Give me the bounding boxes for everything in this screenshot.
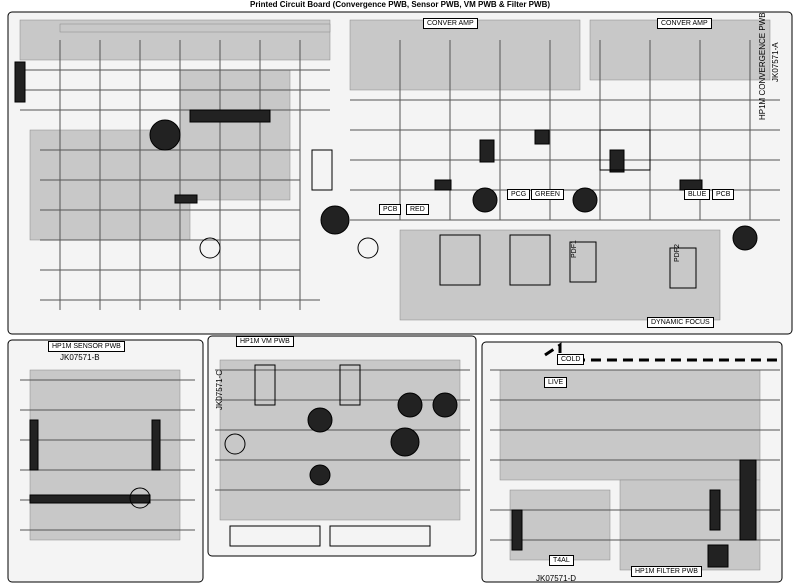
vm-board-code: JK07571-C [215, 369, 224, 410]
sensor-board-name: HP1M SENSOR PWB [48, 341, 125, 352]
pcb-layout-diagram [7, 11, 793, 583]
convergence-board-name: HP1M CONVERGENCE PWB [758, 12, 767, 120]
filter-board-name: HP1M FILTER PWB [631, 566, 702, 577]
dynamic-focus-label: DYNAMIC FOCUS [647, 317, 714, 328]
convergence-board-code: JK07571-A [771, 42, 780, 82]
t4al-label: T4AL [549, 555, 574, 566]
pdf2-label: PDF2 [674, 244, 681, 262]
cold-live-boundary [544, 342, 780, 362]
pcb-blue-label: PCB [712, 189, 735, 200]
red-label: RED [406, 204, 429, 215]
conver-amp-label-2: CONVER AMP [657, 18, 712, 29]
page-title: Printed Circuit Board (Convergence PWB, … [249, 0, 551, 9]
pcg-label: PCG [507, 189, 531, 200]
sensor-board-code: JK07571-B [60, 353, 100, 362]
vm-board-name: HP1M VM PWB [236, 336, 294, 347]
pcb-red-label-pcb: PCB [379, 204, 402, 215]
pdf1-label: PDF1 [571, 240, 578, 258]
cold-label: COLD [557, 354, 585, 365]
live-label: LIVE [544, 377, 568, 388]
conver-amp-label-1: CONVER AMP [423, 18, 478, 29]
component-outlines [129, 129, 697, 547]
components [14, 61, 758, 568]
green-label: GREEN [531, 189, 564, 200]
blue-label: BLUE [684, 189, 711, 200]
filter-board-code: JK07571-D [536, 574, 577, 583]
